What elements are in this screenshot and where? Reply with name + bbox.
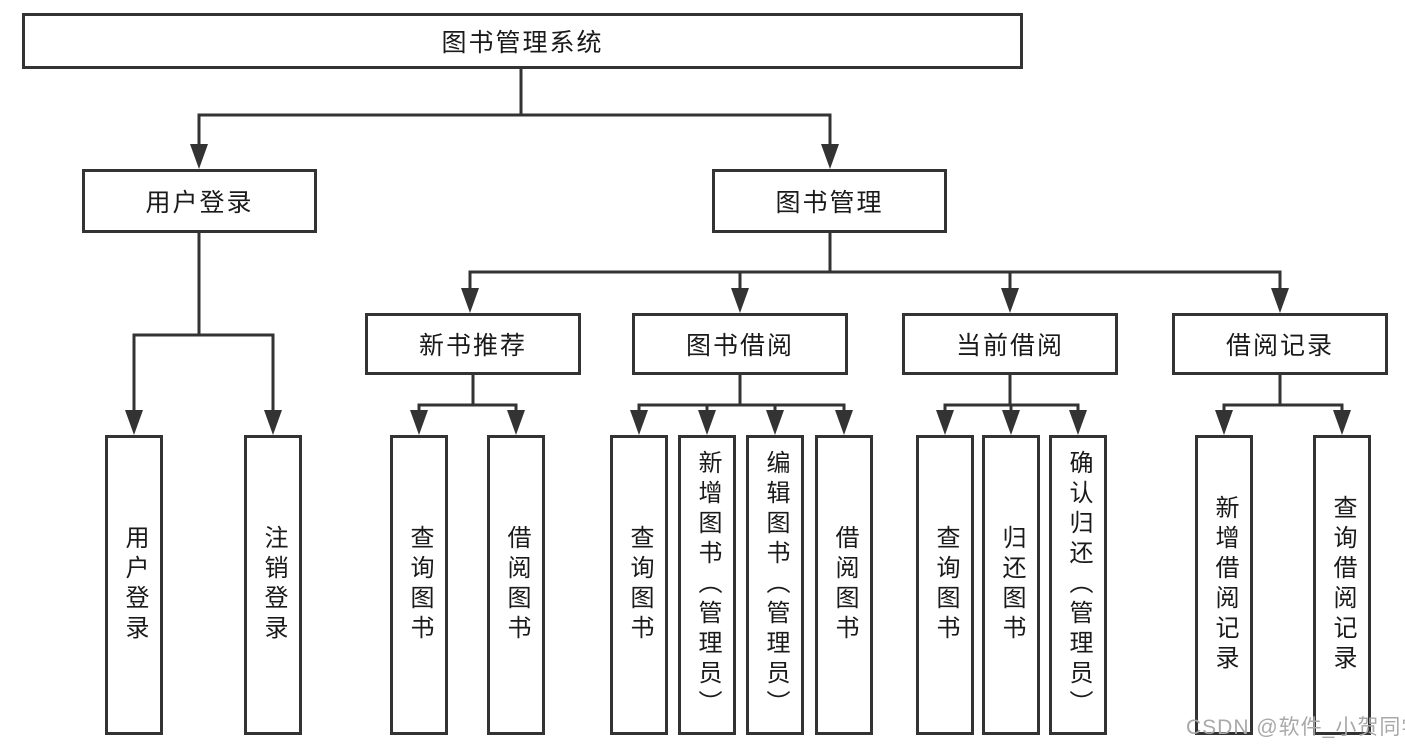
arrow-down-icon [766, 410, 784, 435]
leaf-logout-label: 注销登录 [260, 525, 287, 645]
leaf-add-books-admin-label: 新增图书（管理员） [694, 450, 721, 720]
leaf-add-books-admin: 新增图书（管理员） [678, 435, 736, 735]
arrow-down-icon [731, 288, 749, 313]
arrowheads [125, 144, 1351, 435]
arrow-down-icon [190, 144, 208, 169]
arrow-down-icon [507, 410, 525, 435]
node-root: 图书管理系统 [22, 13, 1023, 69]
leaf-query-books-current: 查询图书 [916, 435, 974, 735]
arrow-down-icon [1069, 410, 1087, 435]
arrow-down-icon [1271, 288, 1289, 313]
leaf-confirm-return-admin: 确认归还（管理员） [1049, 435, 1107, 735]
arrow-down-icon [936, 410, 954, 435]
node-book-management: 图书管理 [712, 169, 947, 233]
node-book-management-label: 图书管理 [775, 189, 884, 217]
arrow-down-icon [821, 144, 839, 169]
leaf-query-borrow-record-label: 查询借阅记录 [1329, 495, 1356, 675]
leaf-edit-books-admin: 编辑图书（管理员） [746, 435, 804, 735]
leaf-borrow-books-label: 借阅图书 [831, 525, 858, 645]
leaf-query-books-recommend-label: 查询图书 [406, 525, 433, 645]
leaf-borrow-books-recommend-label: 借阅图书 [503, 525, 530, 645]
arrow-down-icon [630, 410, 648, 435]
node-user-login: 用户登录 [82, 169, 317, 233]
arrow-down-icon [698, 410, 716, 435]
leaf-logout: 注销登录 [244, 435, 302, 735]
leaf-borrow-books: 借阅图书 [815, 435, 873, 735]
arrow-down-icon [1001, 288, 1019, 313]
arrow-down-icon [264, 410, 282, 435]
arrow-down-icon [835, 410, 853, 435]
leaf-return-books-label: 归还图书 [998, 525, 1025, 645]
leaf-query-books-current-label: 查询图书 [932, 525, 959, 645]
csdn-watermark: CSDN @软件_小贺同学 [1186, 716, 1405, 739]
leaf-add-borrow-record-label: 新增借阅记录 [1211, 495, 1238, 675]
tree-edges [132, 69, 1344, 412]
arrow-down-icon [461, 288, 479, 313]
leaf-borrow-books-recommend: 借阅图书 [487, 435, 545, 735]
leaf-query-books-borrowing-label: 查询图书 [626, 525, 653, 645]
node-current-borrowing: 当前借阅 [902, 313, 1118, 375]
node-book-borrowing: 图书借阅 [632, 313, 848, 375]
node-book-borrowing-label: 图书借阅 [685, 332, 794, 360]
leaf-query-books-recommend: 查询图书 [390, 435, 448, 735]
node-current-borrowing-label: 当前借阅 [955, 332, 1064, 360]
leaf-user-login-label: 用户登录 [121, 525, 148, 645]
node-new-book-recommend: 新书推荐 [365, 313, 581, 375]
node-borrowing-records: 借阅记录 [1172, 313, 1388, 375]
arrow-down-icon [1215, 410, 1233, 435]
leaf-query-borrow-record: 查询借阅记录 [1313, 435, 1371, 735]
arrow-down-icon [410, 410, 428, 435]
leaf-query-books-borrowing: 查询图书 [610, 435, 668, 735]
leaf-add-borrow-record: 新增借阅记录 [1195, 435, 1253, 735]
arrow-down-icon [125, 410, 143, 435]
leaf-edit-books-admin-label: 编辑图书（管理员） [762, 450, 789, 720]
arrow-down-icon [1333, 410, 1351, 435]
arrow-down-icon [1002, 410, 1020, 435]
node-borrowing-records-label: 借阅记录 [1225, 332, 1334, 360]
node-user-login-label: 用户登录 [145, 189, 254, 217]
leaf-return-books: 归还图书 [982, 435, 1040, 735]
node-root-label: 图书管理系统 [441, 29, 604, 57]
leaf-confirm-return-admin-label: 确认归还（管理员） [1065, 450, 1092, 720]
leaf-user-login: 用户登录 [105, 435, 163, 735]
node-new-book-recommend-label: 新书推荐 [418, 332, 527, 360]
